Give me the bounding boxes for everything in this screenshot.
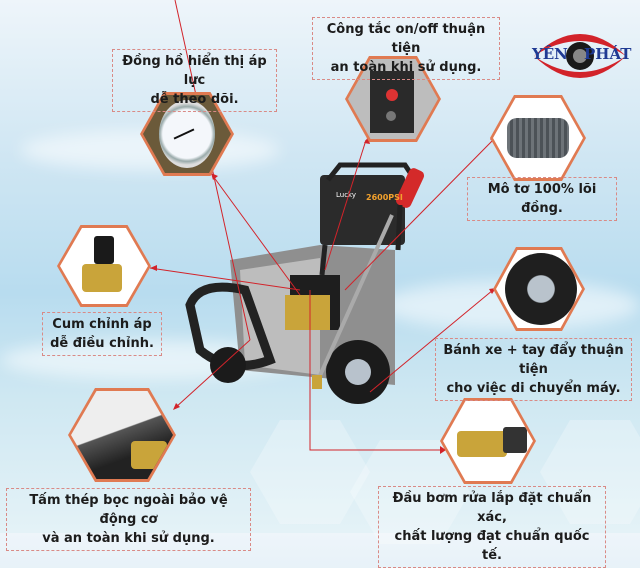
wheel-hexagon	[493, 247, 585, 331]
motor-callout: Mô tơ 100% lõi đồng.	[467, 177, 617, 221]
switch-callout-line: an toàn khi sử dụng.	[330, 60, 482, 75]
pressure-valve-icon	[94, 236, 114, 264]
valve-hexagon	[57, 225, 151, 307]
valve-callout-line: dễ điều chỉnh.	[50, 336, 154, 351]
logo-text-right: PHÁT	[584, 45, 632, 63]
switch-panel-icon	[370, 71, 414, 133]
steel-plate-callout: Tấm thép bọc ngoài bảo vệ động cơ và an …	[6, 488, 251, 551]
logo-text-left: YÊN	[532, 45, 568, 63]
switch-callout-line: Công tắc on/off thuận tiện	[326, 22, 486, 56]
gauge-callout-line: dễ theo dõi.	[150, 92, 239, 107]
switch-callout: Công tắc on/off thuận tiện an toàn khi s…	[312, 17, 500, 80]
wheel-icon	[505, 253, 577, 325]
gauge-callout-line: Đồng hồ hiển thị áp lực	[122, 54, 267, 88]
yen-phat-logo: YÊN PHÁT	[528, 20, 632, 86]
pump-callout-line: Đầu bơm rửa lắp đặt chuẩn xác,	[392, 491, 592, 525]
pump-head-icon	[457, 431, 507, 457]
wheel-callout: Bánh xe + tay đẩy thuận tiện cho việc di…	[435, 338, 632, 401]
plate-callout-line: Tấm thép bọc ngoài bảo vệ động cơ	[29, 493, 228, 527]
valve-callout: Cum chỉnh áp dễ điều chỉnh.	[42, 312, 162, 356]
wheel-callout-line: cho việc di chuyển máy.	[446, 381, 621, 396]
machine-model: 2600PSI	[366, 193, 403, 202]
motor-callout-line: Mô tơ 100% lõi đồng.	[487, 182, 597, 216]
switch-hexagon	[345, 56, 441, 142]
machine-brand: Lucky	[336, 191, 356, 199]
valve-callout-line: Cum chỉnh áp	[52, 317, 152, 332]
wheel-callout-line: Bánh xe + tay đẩy thuận tiện	[443, 343, 624, 377]
motor-icon	[507, 118, 569, 158]
pump-callout: Đầu bơm rửa lắp đặt chuẩn xác, chất lượn…	[378, 486, 606, 568]
pressure-washer-machine: Lucky 2600PSI	[149, 0, 496, 454]
pump-hexagon	[440, 398, 536, 484]
plate-callout-line: và an toàn khi sử dụng.	[42, 531, 215, 546]
gauge-callout: Đồng hồ hiển thị áp lực dễ theo dõi.	[112, 49, 277, 112]
machine-body	[185, 162, 425, 404]
